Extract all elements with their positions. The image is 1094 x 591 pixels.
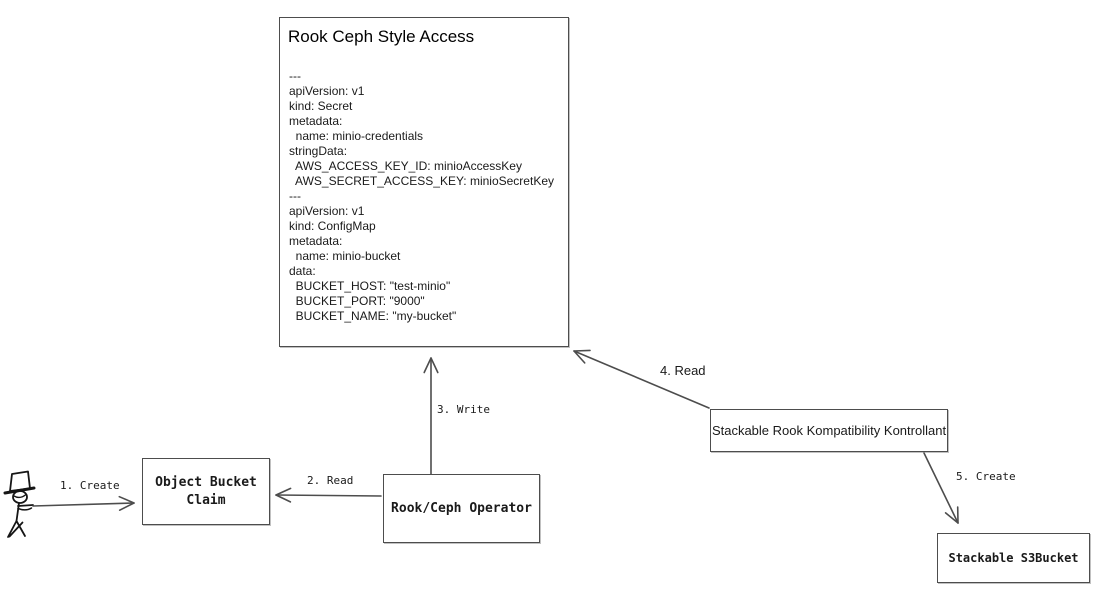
spec-box-title: Rook Ceph Style Access (288, 27, 475, 46)
arrow-create-bucket (923, 452, 959, 524)
edge-label-create-bucket: 5. Create (956, 470, 1016, 483)
actor-face (13, 493, 27, 499)
actor-arm-lower (17, 507, 33, 511)
node-rook-ceph-operator: Rook/Ceph Operator (383, 474, 540, 543)
actor-body (15, 502, 20, 522)
edge-label-create-claim: 1. Create (60, 479, 120, 492)
actor-head (12, 490, 28, 504)
arrow-write-spec (423, 357, 439, 475)
edge-label-read-spec: 4. Read (660, 363, 706, 378)
actor-arm-upper (17, 504, 34, 507)
arrow-create-claim (32, 495, 135, 511)
spec-box-yaml: --- apiVersion: v1 kind: Secret metadata… (289, 69, 554, 323)
edge-label-write-spec: 3. Write (437, 403, 490, 416)
arrow-read-spec (573, 349, 710, 409)
arrow-read-claim (275, 487, 382, 503)
edge-label-read-claim: 2. Read (307, 474, 354, 487)
actor-hat-crown (9, 470, 31, 492)
actor-hat-brim (3, 486, 36, 495)
node-object-bucket-claim: Object Bucket Claim (142, 458, 270, 525)
actor-legs (7, 520, 26, 538)
node-rook-ceph-style-access: Rook Ceph Style Access --- apiVersion: v… (279, 17, 569, 347)
node-stackable-s3bucket: Stackable S3Bucket (937, 533, 1090, 583)
node-stackable-rook-controller: Stackable Rook Kompatibility Kontrollant (710, 409, 948, 452)
actor-figure (3, 470, 36, 538)
